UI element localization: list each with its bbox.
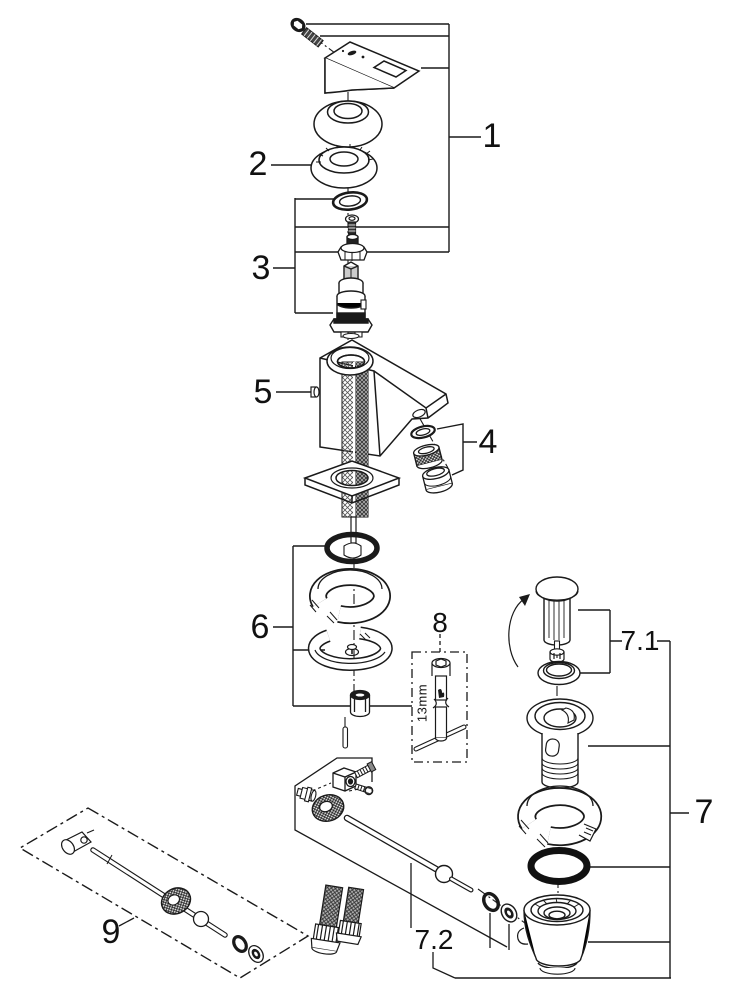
callout-bracket-3 xyxy=(273,198,336,314)
horseshoe-washer-drawing xyxy=(309,568,391,625)
aerator-drawing xyxy=(410,424,454,494)
tool-box-8 xyxy=(411,634,468,763)
part-label-7-1: 7.1 xyxy=(620,625,660,656)
spare-rod-kit-drawing xyxy=(60,829,264,964)
callout-bracket-7 xyxy=(455,641,689,979)
drain-seat-drawing xyxy=(526,698,594,789)
part-label-8: 8 xyxy=(432,607,448,638)
mounting-ring-drawing xyxy=(310,144,378,189)
faucet-body-rim-drawing xyxy=(326,346,374,376)
cartridge-drawing xyxy=(329,261,373,340)
plug-seal-ring-drawing xyxy=(537,660,581,686)
part-label-9: 9 xyxy=(101,913,121,951)
part-label-5: 5 xyxy=(253,373,273,411)
part-label-4: 4 xyxy=(478,423,498,461)
cartridge-adapter-drawing xyxy=(337,233,368,261)
drain-oring-drawing xyxy=(527,847,591,885)
callout-bracket-4 xyxy=(436,423,477,476)
oring-top-drawing xyxy=(324,531,380,565)
washer-drawing xyxy=(331,191,369,211)
tool-size-label: 13mm xyxy=(414,683,430,723)
part-label-7-2: 7.2 xyxy=(414,924,454,955)
supply-hose-column-drawing xyxy=(341,361,369,518)
body-side-plug-drawing xyxy=(310,386,320,398)
base-plate-drawing xyxy=(302,460,402,504)
spare-kit-9-boundary xyxy=(18,807,310,979)
part-label-7: 7 xyxy=(694,793,714,831)
drain-horseshoe-drawing xyxy=(517,785,603,848)
rod-kit-drawing xyxy=(295,726,518,923)
supply-hoses-drawing xyxy=(310,884,365,955)
drain-cup-drawing xyxy=(517,894,591,975)
handle-screw-drawing xyxy=(290,17,324,48)
part-label-3: 3 xyxy=(251,249,271,287)
callout-bracket-7-1 xyxy=(578,609,670,674)
callout-bracket-7-2 xyxy=(410,863,510,979)
callout-bracket-1 xyxy=(295,23,481,253)
crescent-bracket-drawing xyxy=(307,626,393,671)
pull-rod-stub-drawing xyxy=(350,516,357,544)
part-label-2: 2 xyxy=(248,145,268,183)
mounting-nut-drawing xyxy=(349,689,371,718)
popup-plug-drawing xyxy=(508,576,579,668)
handle-drawing xyxy=(323,41,421,94)
part-label-6: 6 xyxy=(250,608,270,646)
socket-tool-drawing xyxy=(413,657,467,752)
callout-leader-9 xyxy=(118,917,135,927)
part-label-1: 1 xyxy=(482,117,502,155)
handle-skirt-ring-drawing xyxy=(313,100,383,148)
